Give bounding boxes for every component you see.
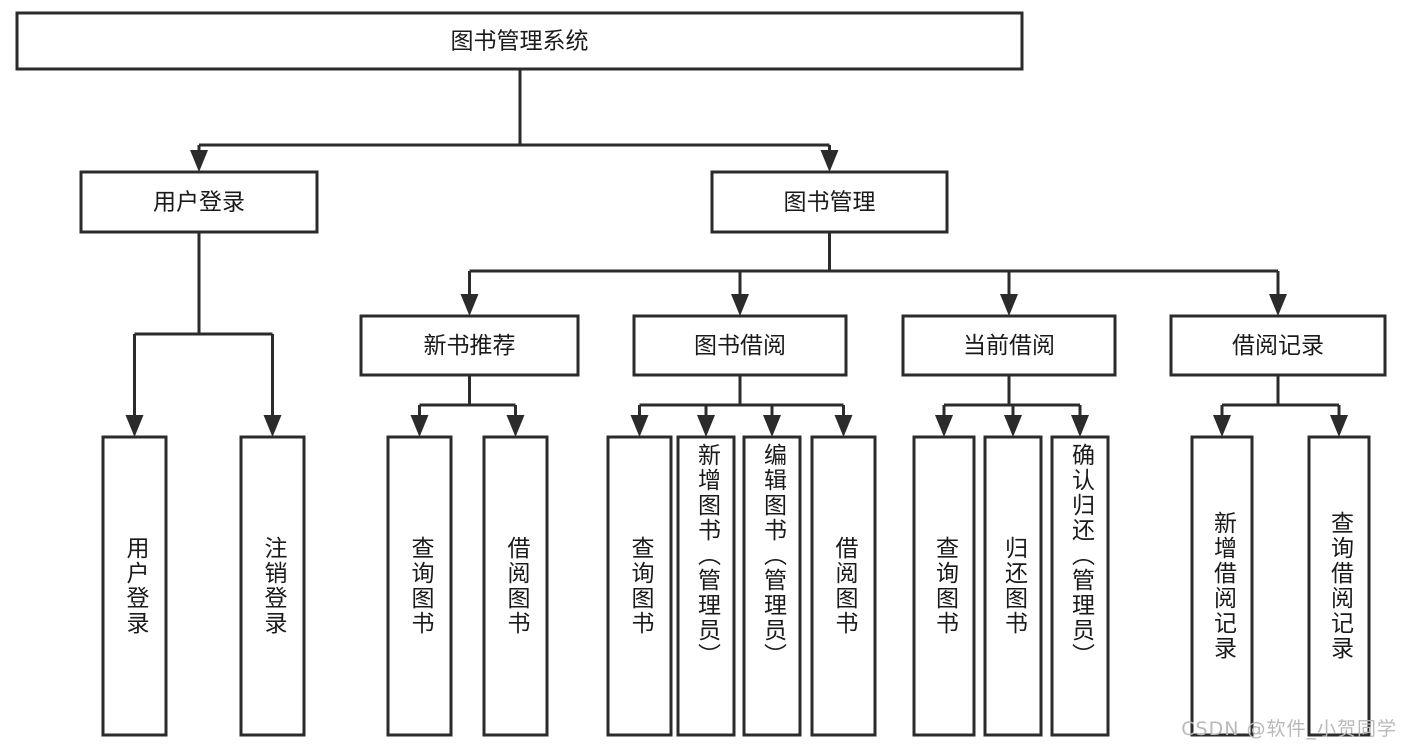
leaf-查询图书-2-0[interactable] [912,435,976,737]
leaf-确认归还管理员-2-2[interactable] [1050,435,1110,737]
leaf-查询图书-0-0-rect [386,435,453,737]
node-图书借阅-l2-1[interactable] [632,314,848,377]
node-用户登录-l1-0-label: 用户登录 [153,190,245,216]
node-root-rect [15,11,1024,71]
node-图书管理-l1-1-rect [710,170,949,234]
node-图书管理-l1-1-rail-arrow-1 [731,294,749,316]
leaf-借阅图书-0-1[interactable] [482,435,549,737]
node-新书推荐-l2-0-rail-arrow-1 [506,415,525,437]
leaf-用户登录-0-0[interactable] [101,435,168,737]
leaf-注销登录-0-1-rect [239,435,306,737]
leaf-新增借阅记录-3-0[interactable] [1190,435,1254,737]
leaf-归还图书-2-1[interactable] [983,435,1043,737]
node-当前借阅-l2-2-rail-arrow-2 [1071,415,1089,437]
leaf-确认归还管理员-2-2-rect [1050,435,1110,737]
node-图书借阅-l2-1-rail-arrow-3 [834,415,853,437]
leaf-用户登录-0-0-rect [101,435,168,737]
leaf-查询图书-1-0-rect [606,435,673,737]
node-新书推荐-l2-0-rail-arrow-0 [410,415,429,437]
leaf-编辑图书管理员-1-2-rect [742,435,802,737]
node-图书管理-l1-1-label: 图书管理 [784,190,876,216]
node-图书借阅-l2-1-rail-arrow-2 [763,415,781,437]
leaf-查询图书-2-0-rect [912,435,976,737]
watermark-text: CSDN @软件_小贺同学 [1181,718,1397,740]
leaf-借阅图书-0-1-rect [482,435,549,737]
node-当前借阅-l2-2-rail-arrow-0 [935,415,953,437]
node-借阅记录-l2-3[interactable] [1169,314,1387,377]
leaf-新增图书管理员-1-1-rect [676,435,736,737]
node-当前借阅-l2-2-rect [901,314,1117,377]
leaf-查询借阅记录-3-1-rect [1307,435,1371,737]
leaf-查询图书-0-0[interactable] [386,435,453,737]
node-借阅记录-l2-3-rail-arrow-0 [1213,415,1231,437]
node-root[interactable] [15,11,1024,71]
node-用户登录-l1-0-rail-arrow-1 [263,415,282,437]
node-图书借阅-l2-1-rail-arrow-1 [697,415,715,437]
node-图书借阅-l2-1-rect [632,314,848,377]
leaf-新增借阅记录-3-0-rect [1190,435,1254,737]
node-当前借阅-l2-2[interactable] [901,314,1117,377]
leaf-编辑图书管理员-1-2[interactable] [742,435,802,737]
node-图书管理-l1-1-rail-arrow-3 [1269,294,1287,316]
leaf-查询借阅记录-3-1[interactable] [1307,435,1371,737]
node-图书管理-l1-1[interactable] [710,170,949,234]
node-借阅记录-l2-3-rail-arrow-1 [1330,415,1348,437]
leaf-新增图书管理员-1-1[interactable] [676,435,736,737]
leaf-借阅图书-1-3[interactable] [810,435,877,737]
node-图书借阅-l2-1-rail-arrow-0 [630,415,649,437]
leaf-借阅图书-1-3-rect [810,435,877,737]
leaf-注销登录-0-1[interactable] [239,435,306,737]
node-图书管理-l1-1-rail-arrow-0 [460,294,479,316]
node-借阅记录-l2-3-label: 借阅记录 [1232,333,1324,359]
node-图书借阅-l2-1-label: 图书借阅 [694,333,786,359]
node-图书管理-l1-1-rail-arrow-2 [1000,294,1018,316]
root-arrow-0 [190,150,208,172]
node-用户登录-l1-0-rail-arrow-0 [125,415,144,437]
node-新书推荐-l2-0-rect [359,314,580,377]
node-新书推荐-l2-0-label: 新书推荐 [424,333,516,359]
leaf-归还图书-2-1-rect [983,435,1043,737]
node-借阅记录-l2-3-rect [1169,314,1387,377]
node-root-label: 图书管理系统 [451,29,589,55]
leaf-查询图书-1-0[interactable] [606,435,673,737]
node-当前借阅-l2-2-label: 当前借阅 [963,333,1055,359]
node-当前借阅-l2-2-rail-arrow-1 [1004,415,1022,437]
root-arrow-1 [820,150,839,172]
node-新书推荐-l2-0[interactable] [359,314,580,377]
